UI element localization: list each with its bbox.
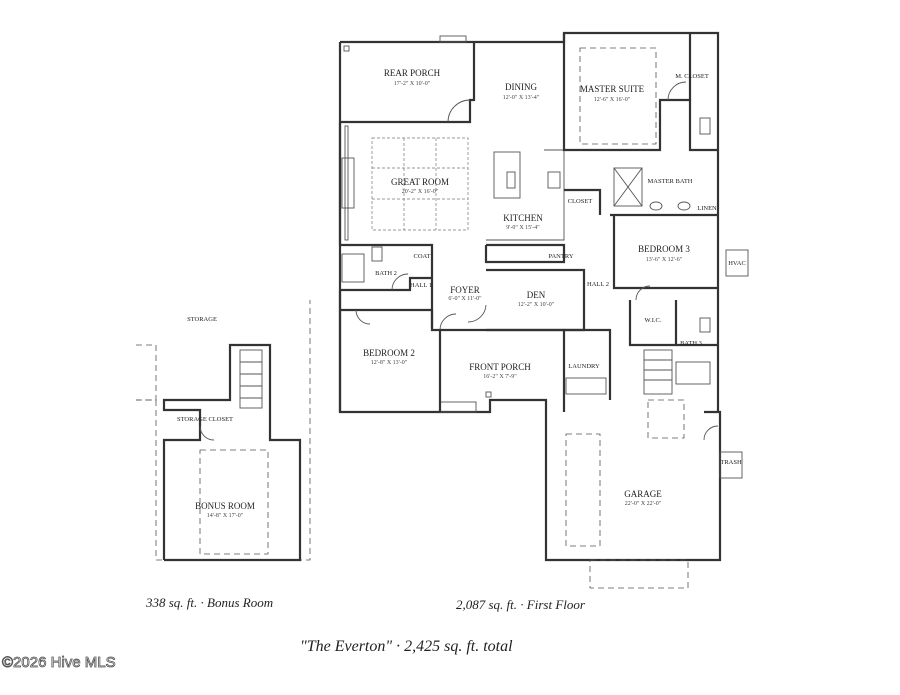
bedroom2-label: BEDROOM 2 bbox=[363, 348, 415, 358]
master-suite-label: MASTER SUITE bbox=[580, 84, 645, 94]
bathtub-2 bbox=[341, 253, 365, 283]
master-suite-wall bbox=[562, 33, 718, 152]
first-floor-plan: REAR PORCH 17'-2" X 10'-0" DINING 12'-0"… bbox=[338, 31, 749, 589]
den-label: DEN bbox=[527, 290, 546, 300]
master-suite-dim: 12'-6" X 16'-0" bbox=[594, 97, 631, 103]
great-room-dim: 20'-2" X 16'-0" bbox=[402, 189, 439, 195]
hvac-label: HVAC bbox=[728, 260, 746, 267]
rear-door-swing bbox=[447, 99, 471, 123]
laundry-label: LAUNDRY bbox=[568, 363, 600, 370]
garage-label: GARAGE bbox=[624, 489, 662, 499]
toilet-3 bbox=[699, 317, 711, 333]
total-area-caption: "The Everton" · 2,425 sq. ft. total bbox=[300, 638, 513, 655]
dining-label: DINING bbox=[505, 82, 537, 92]
garage-shelf bbox=[565, 433, 601, 547]
kitchen-island bbox=[493, 151, 521, 199]
attic-access bbox=[647, 399, 685, 439]
kitchen-counter bbox=[486, 149, 565, 241]
window-strip bbox=[344, 125, 349, 241]
closet-door-swing bbox=[667, 81, 687, 101]
closet-wall-2 bbox=[564, 188, 602, 215]
m-closet-label: M. CLOSET bbox=[675, 73, 709, 80]
first-floor-caption: 2,087 sq. ft. · First Floor bbox=[456, 597, 585, 612]
bonus-room-label: BONUS ROOM bbox=[195, 501, 255, 511]
bonus-room-dim: 14'-8" X 17'-0" bbox=[207, 513, 244, 519]
rear-steps bbox=[439, 35, 467, 43]
great-room-label: GREAT ROOM bbox=[391, 177, 449, 187]
rear-porch-dim: 17'-2" X 10'-0" bbox=[394, 81, 431, 87]
dining-dim: 12'-0" X 13'-4" bbox=[503, 95, 540, 101]
den-door-swing bbox=[467, 304, 487, 323]
front-steps bbox=[439, 401, 477, 413]
linen-label: LINEN bbox=[697, 205, 717, 212]
coat-label: COAT bbox=[414, 253, 431, 260]
wic-door-swing bbox=[635, 285, 651, 301]
hall1-door-swing bbox=[391, 273, 409, 291]
bedroom3-dim: 13'-6" X 12'-6" bbox=[646, 257, 683, 263]
master-tray-ceiling bbox=[579, 47, 657, 145]
kitchen-sink bbox=[506, 171, 516, 189]
bonus-room-wall bbox=[162, 343, 302, 562]
garage-dim: 22'-0" X 22'-0" bbox=[625, 501, 662, 507]
toilet bbox=[699, 117, 711, 135]
storage-eave bbox=[136, 300, 311, 561]
rear-porch-label: REAR PORCH bbox=[384, 68, 441, 78]
bath2-wall bbox=[340, 243, 434, 328]
storage-door-swing bbox=[199, 425, 215, 441]
closet-label: CLOSET bbox=[568, 198, 593, 205]
trash-label: TRASH bbox=[720, 459, 742, 466]
hall1-label: HALL 1 bbox=[410, 282, 432, 289]
den-wall bbox=[486, 268, 586, 332]
bonus-floor-plan: STORAGE STORAGE CLOSET BONUS ROOM 14'-8"… bbox=[136, 300, 311, 562]
kitchen-label: KITCHEN bbox=[503, 213, 543, 223]
wic-label: W.I.C. bbox=[645, 317, 662, 324]
vanity-sink-1 bbox=[649, 201, 663, 211]
master-bath-label: MASTER BATH bbox=[648, 178, 693, 185]
foyer-dim: 6'-0" X 11'-0" bbox=[448, 296, 482, 302]
washer-dryer bbox=[565, 377, 607, 395]
kitchen-dim: 9'-0" X 15'-4" bbox=[506, 225, 540, 231]
toilet-2 bbox=[371, 246, 383, 262]
storage-label: STORAGE bbox=[187, 316, 217, 323]
bathtub-3 bbox=[675, 361, 711, 385]
foyer-door-swing bbox=[439, 313, 457, 331]
bedroom2-wall bbox=[340, 308, 442, 412]
bonus-area-caption: 338 sq. ft. · Bonus Room bbox=[146, 595, 274, 610]
hvac-pad bbox=[725, 249, 749, 277]
bonus-ceiling-outline bbox=[199, 449, 269, 555]
watermark: ©2026 Hive MLS bbox=[2, 654, 116, 672]
bedroom2-door-swing bbox=[355, 309, 371, 325]
garage-apron bbox=[589, 559, 689, 589]
storage-eave-left bbox=[136, 344, 157, 401]
front-porch-wall bbox=[440, 328, 566, 412]
trash-bay bbox=[719, 451, 743, 479]
hall2-label: HALL 2 bbox=[587, 281, 609, 288]
bedroom3-label: BEDROOM 3 bbox=[638, 244, 690, 254]
porch-post-2 bbox=[485, 391, 492, 398]
great-room-ceiling-grid bbox=[371, 137, 469, 231]
bath3-label: BATH 3 bbox=[680, 340, 702, 347]
porch-post bbox=[343, 45, 350, 52]
exterior-wall bbox=[338, 31, 722, 562]
bonus-stairs bbox=[239, 349, 263, 409]
pantry-label: PANTRY bbox=[548, 253, 573, 260]
bedroom2-dim: 12'-8" X 13'-0" bbox=[371, 360, 408, 366]
vanity-sink-2 bbox=[677, 201, 691, 211]
foyer-label: FOYER bbox=[450, 285, 480, 295]
storage-closet-label: STORAGE CLOSET bbox=[177, 416, 233, 423]
pantry-wall bbox=[484, 243, 566, 264]
bath2-label: BATH 2 bbox=[375, 270, 397, 277]
range bbox=[547, 171, 561, 189]
den-dim: 12'-2" X 10'-0" bbox=[518, 302, 555, 308]
front-porch-dim: 16'-2" X 7'-9" bbox=[483, 374, 517, 380]
stairs bbox=[643, 349, 673, 395]
laundry-wall bbox=[564, 328, 612, 400]
bedroom3-wall bbox=[612, 215, 718, 290]
wic-wall bbox=[628, 300, 678, 347]
front-porch-label: FRONT PORCH bbox=[469, 362, 531, 372]
hall1-wall bbox=[340, 276, 432, 292]
shower bbox=[613, 167, 643, 207]
garage-door-swing bbox=[703, 425, 719, 441]
